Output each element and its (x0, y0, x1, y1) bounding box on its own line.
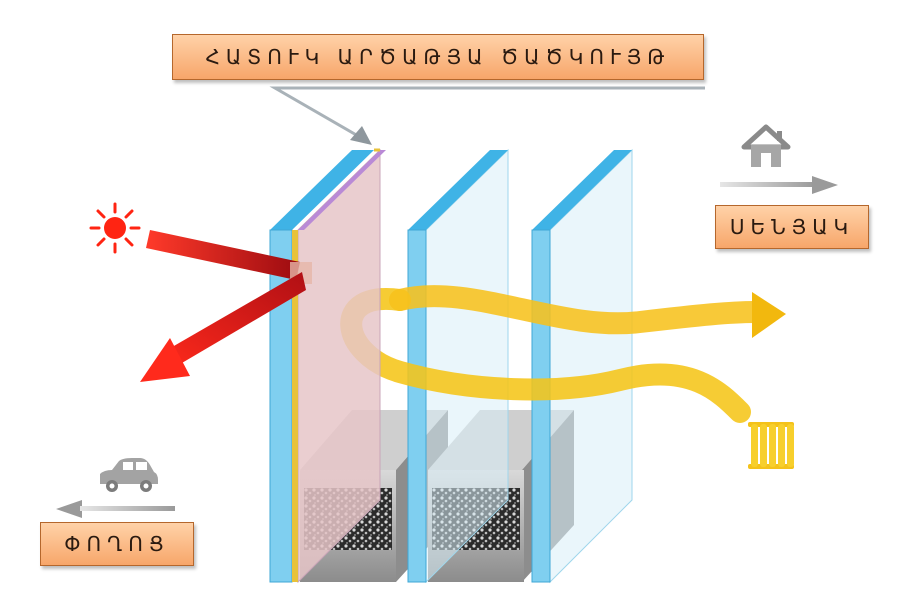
glass-pane-inner (531, 148, 633, 584)
car-icon (100, 458, 158, 492)
radiator-icon (748, 422, 794, 469)
coating-label-text: ՀԱՏՈՒԿ ԱՐԾԱԹՅԱ ԾԱԾԿՈՒՅԹ (205, 45, 671, 69)
warm-flow-arrowhead (752, 292, 786, 338)
coating-edge (298, 150, 386, 230)
room-direction-arrow (720, 176, 838, 194)
street-label: ՓՈՂՈՑ (40, 522, 194, 566)
glass-pane-coated (269, 148, 386, 584)
room-label: ՍԵՆՅԱԿ (715, 205, 869, 249)
house-icon (741, 124, 791, 167)
glass-pane-middle (407, 148, 509, 584)
street-direction-arrow (56, 500, 175, 518)
heat-ray-reflected (140, 272, 306, 382)
coating-label: ՀԱՏՈՒԿ ԱՐԾԱԹՅԱ ԾԱԾԿՈՒՅԹ (172, 34, 704, 80)
coating-layer (292, 230, 298, 582)
street-label-text: ՓՈՂՈՑ (64, 532, 170, 556)
sun-icon (89, 202, 141, 254)
coating-pointer (269, 86, 705, 145)
room-label-text: ՍԵՆՅԱԿ (729, 215, 855, 239)
